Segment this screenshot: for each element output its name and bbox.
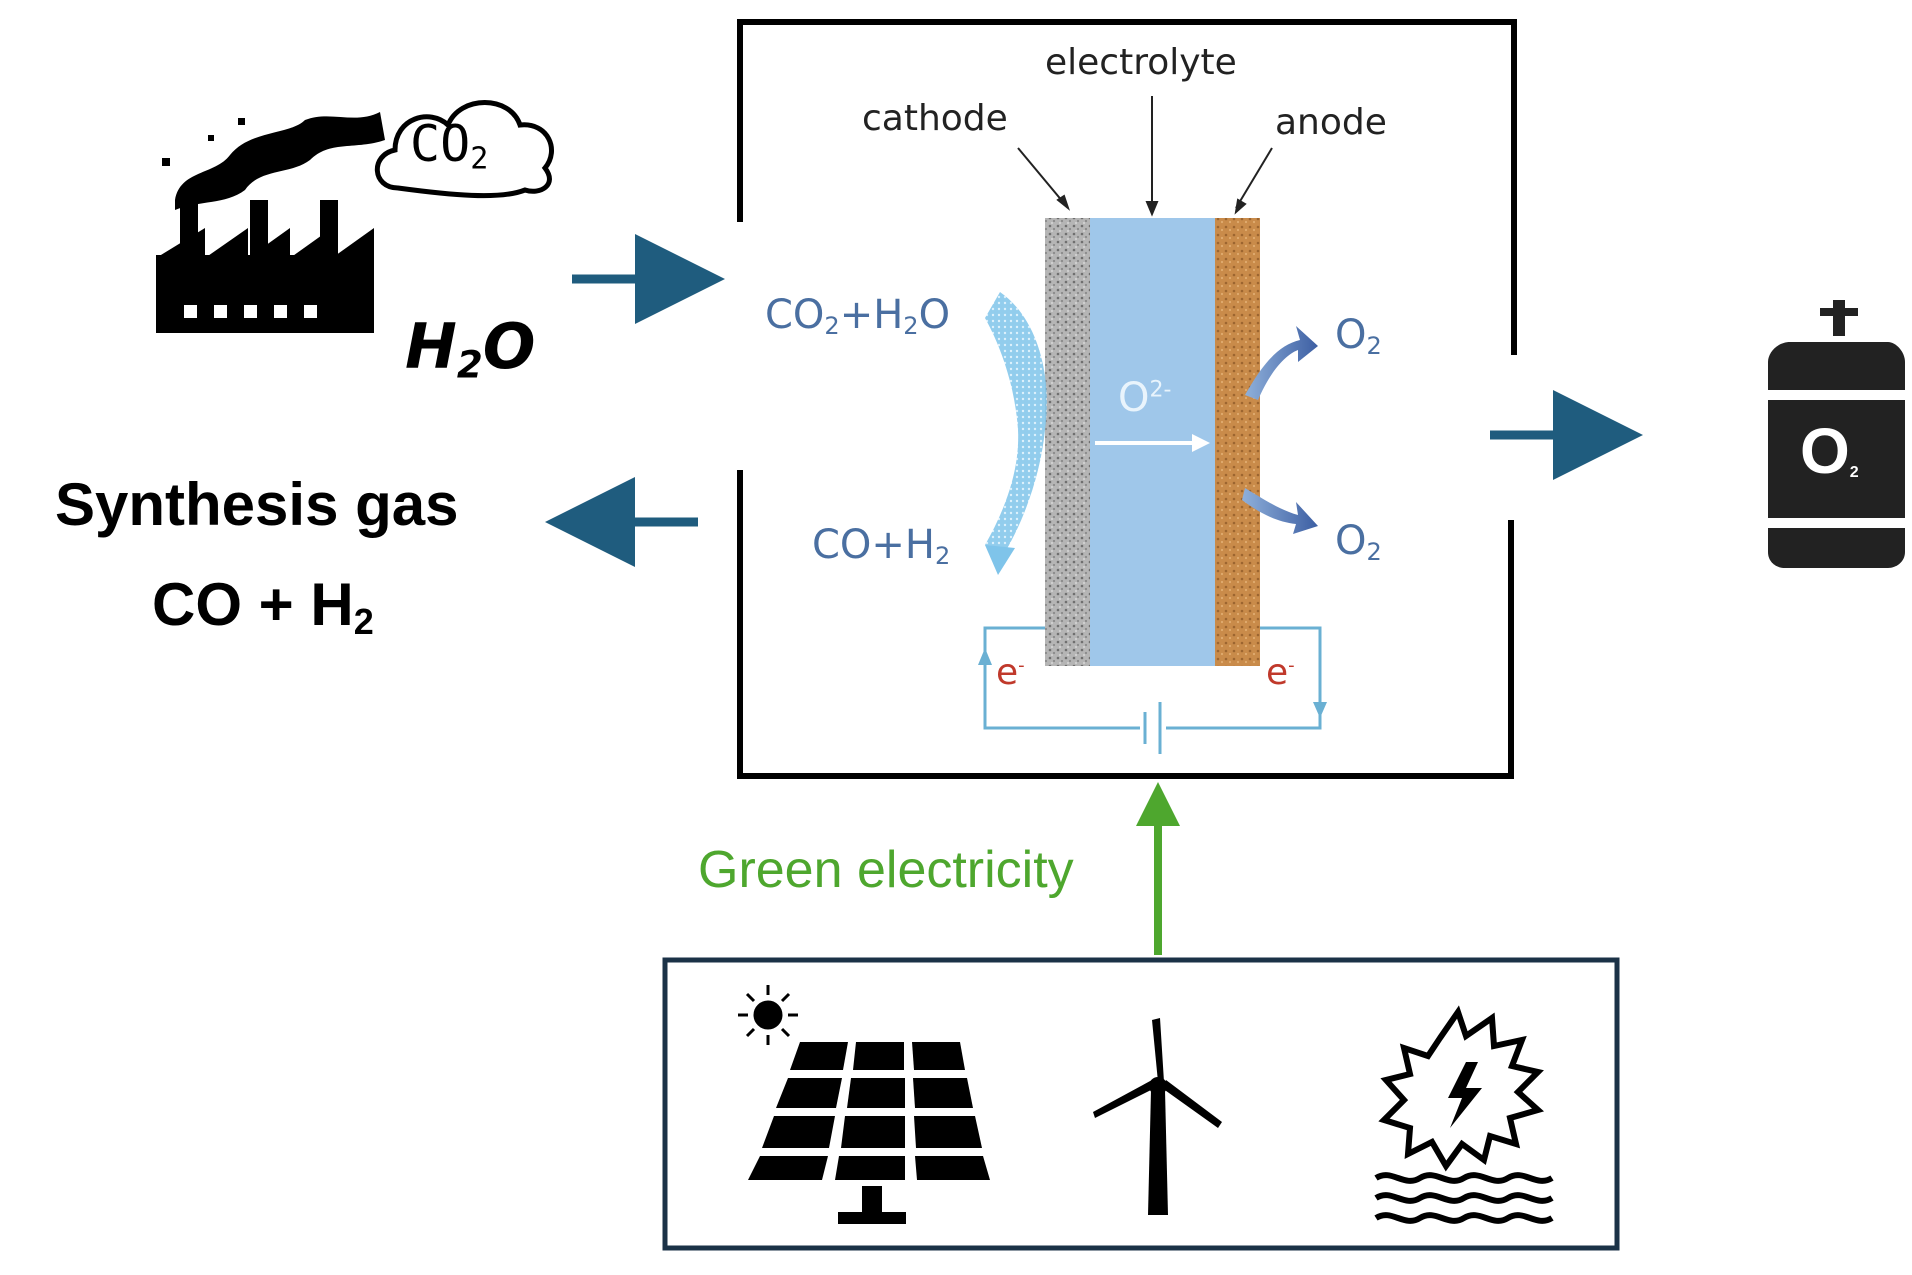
feed-arrow-head — [985, 545, 1015, 575]
green-electricity-label: Green electricity — [698, 841, 1074, 899]
syngas-title: Synthesis gas — [55, 471, 459, 538]
cloud-co2-text: CO — [410, 115, 471, 173]
ion-arrow-head — [1192, 434, 1210, 452]
wind-turbine-icon — [1093, 1018, 1222, 1215]
anode-label: anode — [1275, 102, 1387, 143]
o2-bottom-label: O2 — [1335, 518, 1382, 566]
ion-charge: 2- — [1149, 377, 1172, 403]
lightning-icon — [1448, 1062, 1482, 1128]
water-label: H2O — [405, 310, 536, 386]
solar-panel-icon — [748, 1042, 990, 1224]
o2-top-o: O — [1335, 312, 1367, 358]
feed-h: +H — [839, 292, 904, 338]
cloud-co2-label: CO2 — [410, 115, 488, 177]
renewables-frame — [662, 957, 1620, 1251]
syngas-formula: CO + H2 — [152, 570, 374, 643]
electron-left-e: e — [996, 652, 1019, 693]
circuit-arrow-right — [1313, 702, 1327, 718]
o2-top-sub: 2 — [1366, 332, 1382, 360]
water-h: H — [405, 310, 457, 383]
product-co-h: CO+H — [812, 522, 936, 568]
o2-top-label: O2 — [1335, 312, 1382, 360]
electron-right-e: e — [1266, 652, 1289, 693]
feed-label: CO2+H2O — [765, 292, 950, 340]
electrolyte-label: electrolyte — [1045, 42, 1237, 83]
battery-icon — [1143, 702, 1162, 754]
water-sub: 2 — [456, 342, 483, 387]
feed-h2-sub: 2 — [903, 312, 919, 340]
o2-bottom-o: O — [1335, 518, 1367, 564]
ion-o: O — [1118, 375, 1150, 421]
feed-co2-sub: 2 — [824, 312, 840, 340]
cell-frame-top — [737, 19, 1517, 355]
product-h2-sub: 2 — [935, 542, 951, 570]
cylinder-label: O2 — [1800, 414, 1859, 488]
circuit-arrow-left — [978, 648, 992, 665]
feed-flow — [985, 292, 1047, 560]
cloud-co2-sub: 2 — [470, 141, 489, 177]
feed-o: O — [918, 292, 951, 338]
sun-icon — [738, 985, 798, 1045]
o2-bottom-sub: 2 — [1366, 538, 1382, 566]
cell-frame-bottom — [737, 470, 1514, 779]
cylinder-sub: 2 — [1849, 464, 1859, 481]
geothermal-icon — [1374, 1005, 1554, 1224]
electron-right-label: e- — [1266, 652, 1295, 693]
ion-label: O2- — [1118, 375, 1171, 421]
electron-right-sign: - — [1288, 655, 1295, 676]
water-o: O — [482, 310, 536, 383]
electron-left-sign: - — [1018, 655, 1025, 676]
feed-co: CO — [765, 292, 825, 338]
cathode-layer — [1045, 218, 1090, 666]
cloud-icon — [374, 100, 554, 199]
green-arrow-head — [1136, 782, 1180, 826]
cathode-label: cathode — [862, 98, 1008, 139]
electron-left-label: e- — [996, 652, 1025, 693]
syngas-sub: 2 — [353, 601, 374, 642]
product-label: CO+H2 — [812, 522, 950, 570]
o2-out-top — [1245, 326, 1318, 400]
o2-out-bottom — [1242, 488, 1318, 534]
anode-layer — [1215, 218, 1260, 666]
cylinder-o: O — [1800, 415, 1850, 487]
factory-icon — [156, 112, 385, 333]
gas-cylinder-icon — [1768, 300, 1905, 568]
syngas-formula-text: CO + H — [152, 571, 354, 638]
